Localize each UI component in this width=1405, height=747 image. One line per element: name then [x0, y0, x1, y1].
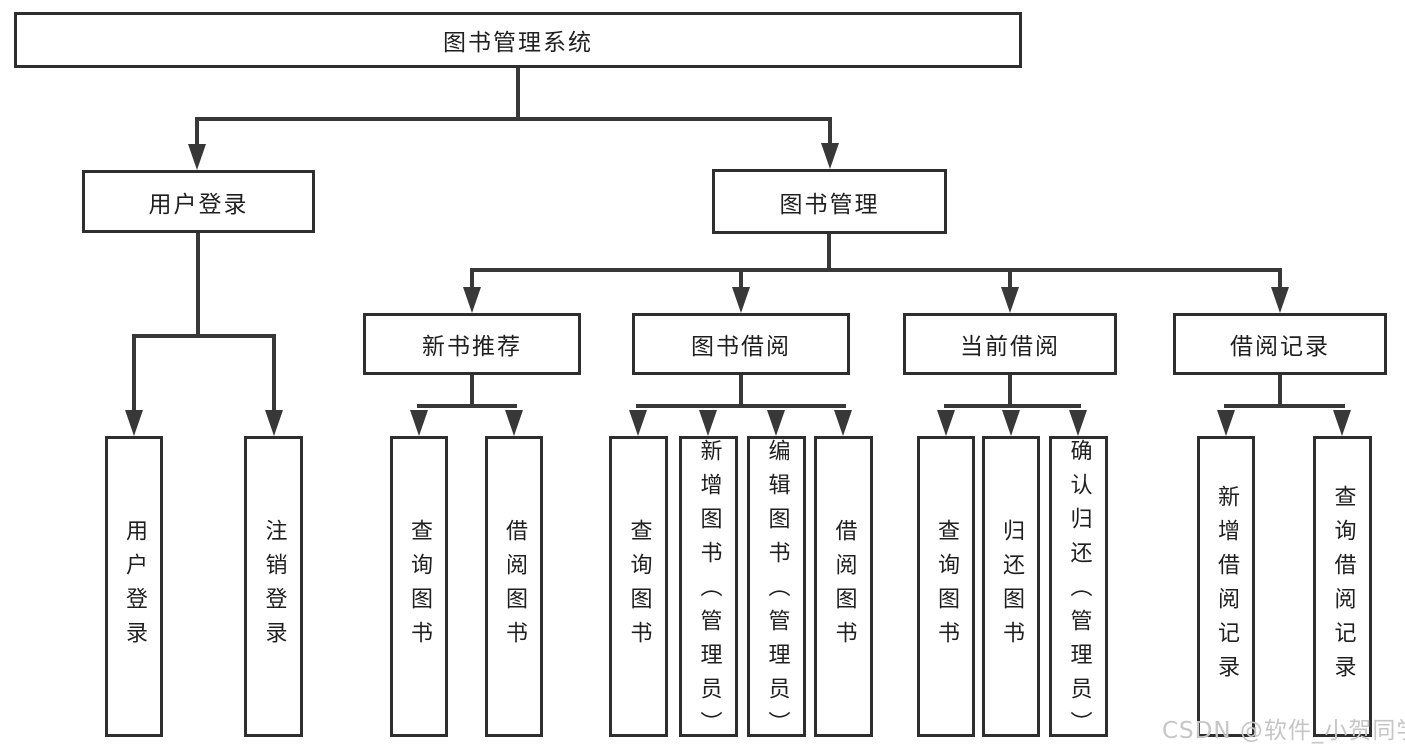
leaf-label: 查询图书 — [407, 518, 432, 655]
leaf-label: 确认归还（管理员） — [1066, 439, 1092, 745]
connector-current-stub — [1008, 375, 1012, 408]
node-label: 图书管理 — [779, 191, 880, 218]
leaf-label: 借阅图书 — [502, 518, 527, 655]
connector-recommend-bar — [417, 404, 517, 408]
connector-arrowhead — [1001, 287, 1019, 313]
connector-arrowhead — [1271, 287, 1289, 313]
leaf-label: 新增图书（管理员） — [696, 439, 722, 745]
connector-level3-bar — [470, 268, 1282, 272]
leaf-return-book: 归还图书 — [982, 436, 1040, 737]
connector-l3-stem-2 — [739, 268, 743, 294]
leaf-borrow-query-book: 查询图书 — [609, 436, 668, 737]
leaf-confirm-return-admin: 确认归还（管理员） — [1049, 436, 1108, 745]
leaf-user-login: 用户登录 — [105, 436, 163, 737]
connector-arrowhead — [1333, 410, 1351, 436]
node-root-book-management-system: 图书管理系统 — [14, 12, 1022, 68]
leaf-add-borrow-record: 新增借阅记录 — [1197, 436, 1255, 737]
leaf-borrow-book: 借阅图书 — [814, 436, 873, 737]
connector-arrowhead — [505, 410, 523, 436]
leaf-query-borrow-record: 查询借阅记录 — [1313, 436, 1372, 737]
connector-login-stem-2 — [272, 334, 276, 412]
connector-login-stem-1 — [132, 334, 136, 412]
node-user-login: 用户登录 — [82, 170, 315, 233]
connector-login-stub — [196, 233, 200, 338]
node-label: 当前借阅 — [960, 334, 1060, 360]
connector-arrowhead — [1069, 410, 1087, 436]
leaf-label: 查询图书 — [934, 518, 959, 655]
node-book-borrow: 图书借阅 — [632, 313, 850, 375]
connector-user-login-stem — [195, 117, 199, 150]
connector-l3-stem-3 — [1008, 268, 1012, 294]
connector-arrowhead — [821, 143, 839, 169]
connector-book-management-stem — [828, 117, 832, 150]
node-label: 新书推荐 — [422, 334, 522, 360]
node-book-management: 图书管理 — [712, 169, 947, 234]
node-new-book-recommend: 新书推荐 — [363, 313, 581, 375]
connector-management-stub — [827, 234, 831, 272]
leaf-label: 用户登录 — [122, 518, 147, 655]
leaf-add-book-admin: 新增图书（管理员） — [679, 436, 738, 745]
connector-record-stub — [1278, 375, 1282, 408]
connector-borrow-bar — [636, 404, 846, 408]
connector-arrowhead — [629, 410, 647, 436]
connector-arrowhead — [410, 410, 428, 436]
connector-arrowhead — [125, 410, 143, 436]
leaf-label: 查询借阅记录 — [1330, 484, 1356, 689]
node-label: 图书管理系统 — [443, 30, 593, 56]
node-label: 图书借阅 — [691, 334, 791, 360]
connector-arrowhead — [937, 410, 955, 436]
leaf-logout: 注销登录 — [244, 436, 303, 737]
connector-l3-stem-4 — [1278, 268, 1282, 294]
connector-arrowhead — [188, 144, 206, 170]
connector-arrowhead — [834, 410, 852, 436]
connector-root-stub — [516, 68, 520, 120]
leaf-label: 查询图书 — [626, 518, 652, 655]
connector-arrowhead — [732, 287, 750, 313]
connector-current-bar — [944, 404, 1081, 408]
connector-recommend-stub — [470, 375, 474, 408]
leaf-recommend-borrow-book: 借阅图书 — [485, 436, 543, 737]
connector-arrowhead — [767, 410, 785, 436]
connector-arrowhead — [1217, 410, 1235, 436]
connector-arrowhead — [699, 410, 717, 436]
node-borrow-record: 借阅记录 — [1173, 313, 1387, 375]
node-current-borrow: 当前借阅 — [903, 313, 1117, 375]
leaf-label: 编辑图书（管理员） — [764, 439, 790, 745]
node-label: 用户登录 — [148, 191, 249, 218]
leaf-current-query-book: 查询图书 — [917, 436, 975, 737]
leaf-recommend-query-book: 查询图书 — [390, 436, 448, 737]
node-label: 借阅记录 — [1230, 334, 1330, 360]
leaf-edit-book-admin: 编辑图书（管理员） — [747, 436, 806, 745]
connector-root-bar — [195, 117, 832, 121]
leaf-label: 新增借阅记录 — [1214, 484, 1239, 689]
leaf-label: 归还图书 — [999, 518, 1024, 655]
connector-borrow-stub — [739, 375, 743, 408]
leaf-label: 注销登录 — [261, 518, 287, 655]
connector-arrowhead — [463, 287, 481, 313]
leaf-label: 借阅图书 — [831, 518, 857, 655]
connector-l3-stem-1 — [470, 268, 474, 294]
connector-arrowhead — [265, 410, 283, 436]
connector-record-bar — [1224, 404, 1345, 408]
connector-login-bar — [132, 334, 276, 338]
csdn-watermark: CSDN @软件_小贺同学 — [1162, 718, 1405, 744]
connector-arrowhead — [1002, 410, 1020, 436]
